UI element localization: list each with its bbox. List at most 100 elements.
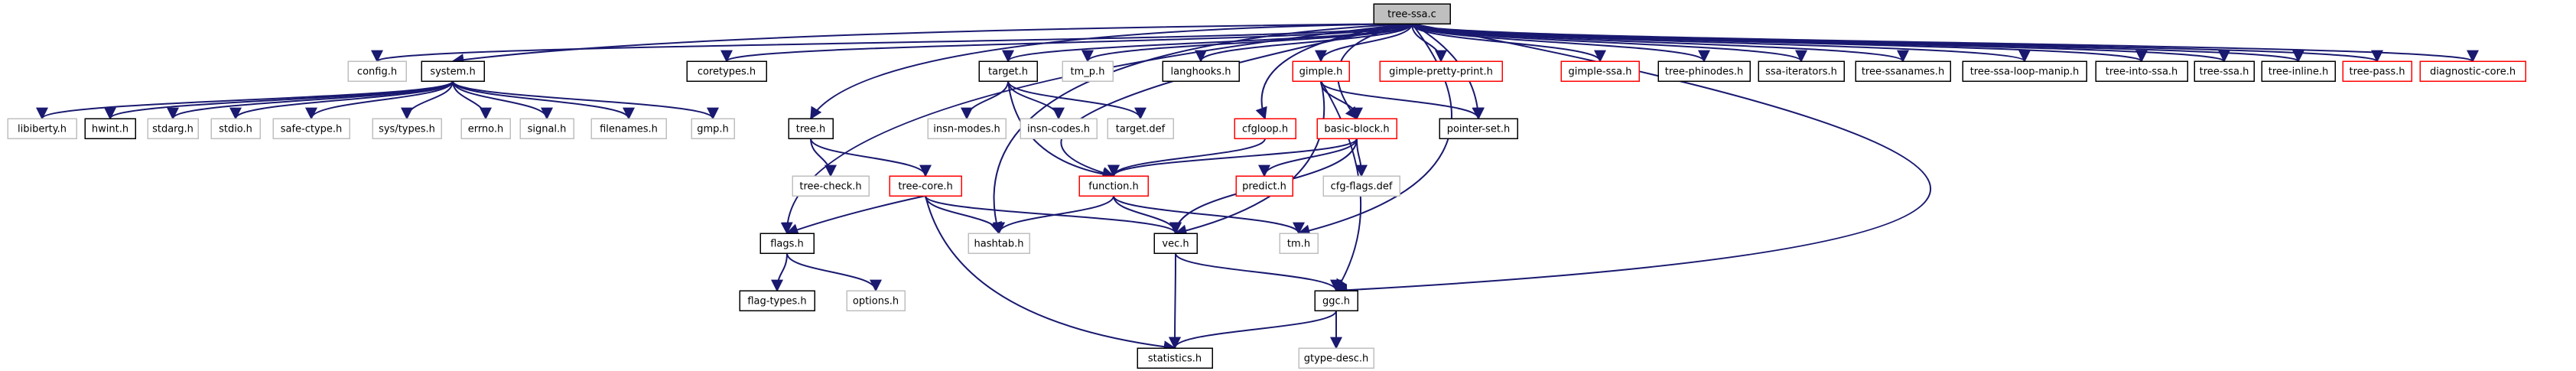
node-box: [372, 118, 442, 139]
node-box: [1560, 60, 1640, 82]
node-gmp-h[interactable]: gmp.h: [691, 118, 735, 139]
edge-tree-ssa-c-to-gimple-h: [1315, 23, 1413, 63]
node-stdarg-h[interactable]: stdarg.h: [147, 118, 199, 139]
node-tree-into-ssa-h[interactable]: tree-into-ssa.h: [2095, 60, 2188, 82]
node-target-def[interactable]: target.def: [1107, 118, 1174, 139]
node-ggc-h[interactable]: ggc.h: [1314, 290, 1358, 311]
edge-gimple-h-to-vec-h: [1174, 80, 1325, 237]
node-predict-h[interactable]: predict.h: [1235, 175, 1293, 197]
edge-tree-core-h-to-flags-h: [785, 195, 926, 236]
node-box: [1137, 347, 1213, 369]
edge-ggc-h-to-statistics-h: [1169, 310, 1337, 350]
edge-tree-h-to-tree-check-h: [810, 138, 837, 177]
node-tree-ssa-c[interactable]: tree-ssa.c: [1373, 3, 1451, 24]
node-label: gmp.h: [697, 124, 729, 135]
node-label: hashtab.h: [974, 239, 1024, 250]
edge-system-h-to-stdio-h: [229, 80, 454, 120]
node-tree-pass-h[interactable]: tree-pass.h: [2342, 60, 2412, 82]
edge-tree-core-h-to-statistics-h: [925, 195, 1176, 353]
node-tree-ssa-loop-manip-h[interactable]: tree-ssa-loop-manip.h: [1962, 60, 2087, 82]
node-box: [1314, 290, 1358, 311]
node-tree-inline-h[interactable]: tree-inline.h: [2261, 60, 2336, 82]
node-box: [1373, 3, 1451, 24]
edge-system-h-to-errno-h: [452, 80, 492, 120]
node-box: [889, 175, 962, 197]
node-label: errno.h: [468, 124, 504, 135]
node-tree-phinodes-h[interactable]: tree-phinodes.h: [1657, 60, 1751, 82]
node-label: tree-pass.h: [2350, 67, 2405, 78]
edge-target-h-to-target-def: [1007, 80, 1147, 120]
node-label: gimple-pretty-print.h: [1389, 67, 1493, 78]
node-tree-ssanames-h[interactable]: tree-ssanames.h: [1855, 60, 1951, 82]
node-box: [2194, 60, 2255, 82]
node-errno-h[interactable]: errno.h: [460, 118, 511, 139]
node-box: [1078, 175, 1149, 197]
node-tree-ssa-h[interactable]: tree-ssa.h: [2194, 60, 2255, 82]
node-options-h[interactable]: options.h: [846, 290, 906, 311]
node-insn-modes-h[interactable]: insn-modes.h: [927, 118, 1007, 139]
node-filenames-h[interactable]: filenames.h: [590, 118, 667, 139]
node-label: langhooks.h: [1171, 67, 1231, 78]
node-box: [1153, 233, 1198, 254]
edge-tree-ssa-c-to-function-h: [1060, 23, 1413, 179]
node-stdio-h[interactable]: stdio.h: [210, 118, 261, 139]
node-label: tree.h: [796, 124, 826, 135]
node-label: target.def: [1116, 124, 1166, 135]
node-tree-check-h[interactable]: tree-check.h: [792, 175, 870, 197]
node-ssa-iterators-h[interactable]: ssa-iterators.h: [1758, 60, 1845, 82]
node-statistics-h[interactable]: statistics.h: [1137, 347, 1213, 369]
node-coretypes-h[interactable]: coretypes.h: [686, 60, 767, 82]
node-insn-codes-h[interactable]: insn-codes.h: [1020, 118, 1098, 139]
node-hashtab-h[interactable]: hashtab.h: [968, 233, 1030, 254]
node-safe-ctype-h[interactable]: safe-ctype.h: [272, 118, 350, 139]
edge-tree-ssa-c-to-diagnostic-core-h: [1411, 23, 2479, 63]
node-sys-types-h[interactable]: sys/types.h: [372, 118, 442, 139]
node-box: [347, 60, 407, 82]
edge-tree-ssa-c-to-basic-block-h: [1337, 23, 1413, 120]
node-hwint-h[interactable]: hwint.h: [84, 118, 136, 139]
node-box: [1020, 118, 1098, 139]
node-box: [272, 118, 350, 139]
edge-tree-ssa-c-to-gimple-pretty-print-h: [1411, 23, 1447, 63]
node-label: cfgloop.h: [1242, 124, 1288, 135]
node-signal-h[interactable]: signal.h: [519, 118, 574, 139]
node-label: predict.h: [1242, 181, 1286, 193]
node-vec-h[interactable]: vec.h: [1153, 233, 1198, 254]
node-gimple-pretty-print-h[interactable]: gimple-pretty-print.h: [1379, 60, 1503, 82]
edge-system-h-to-stdarg-h: [167, 80, 454, 120]
node-cfgloop-h[interactable]: cfgloop.h: [1234, 118, 1296, 139]
node-diagnostic-core-h[interactable]: diagnostic-core.h: [2419, 60, 2526, 82]
node-gtype-desc-h[interactable]: gtype-desc.h: [1298, 347, 1374, 369]
node-gimple-h[interactable]: gimple.h: [1292, 60, 1350, 82]
node-libiberty-h[interactable]: libiberty.h: [7, 118, 77, 139]
node-function-h[interactable]: function.h: [1078, 175, 1149, 197]
edge-tree-core-h-to-vec-h: [925, 195, 1182, 235]
node-box: [210, 118, 261, 139]
node-tm-p-h[interactable]: tm_p.h: [1062, 60, 1114, 82]
node-label: tree-core.h: [898, 181, 952, 193]
node-box: [7, 118, 77, 139]
node-box: [1439, 118, 1518, 139]
node-label: ssa-iterators.h: [1765, 67, 1837, 78]
node-langhooks-h[interactable]: langhooks.h: [1162, 60, 1240, 82]
node-system-h[interactable]: system.h: [421, 60, 485, 82]
node-box: [1962, 60, 2087, 82]
node-gimple-ssa-h[interactable]: gimple-ssa.h: [1560, 60, 1640, 82]
node-cfg-flags-def[interactable]: cfg-flags.def: [1322, 175, 1400, 197]
node-tree-h[interactable]: tree.h: [788, 118, 834, 139]
node-box: [691, 118, 735, 139]
node-box: [519, 118, 574, 139]
node-flag-types-h[interactable]: flag-types.h: [739, 290, 815, 311]
node-box: [1279, 233, 1319, 254]
node-box: [927, 118, 1007, 139]
node-basic-block-h[interactable]: basic-block.h: [1316, 118, 1397, 139]
node-box: [1379, 60, 1503, 82]
node-box: [1657, 60, 1751, 82]
node-tree-core-h[interactable]: tree-core.h: [889, 175, 962, 197]
node-target-h[interactable]: target.h: [978, 60, 1038, 82]
node-tm-h[interactable]: tm.h: [1279, 233, 1319, 254]
node-config-h[interactable]: config.h: [347, 60, 407, 82]
node-pointer-set-h[interactable]: pointer-set.h: [1439, 118, 1518, 139]
node-flags-h[interactable]: flags.h: [759, 233, 815, 254]
